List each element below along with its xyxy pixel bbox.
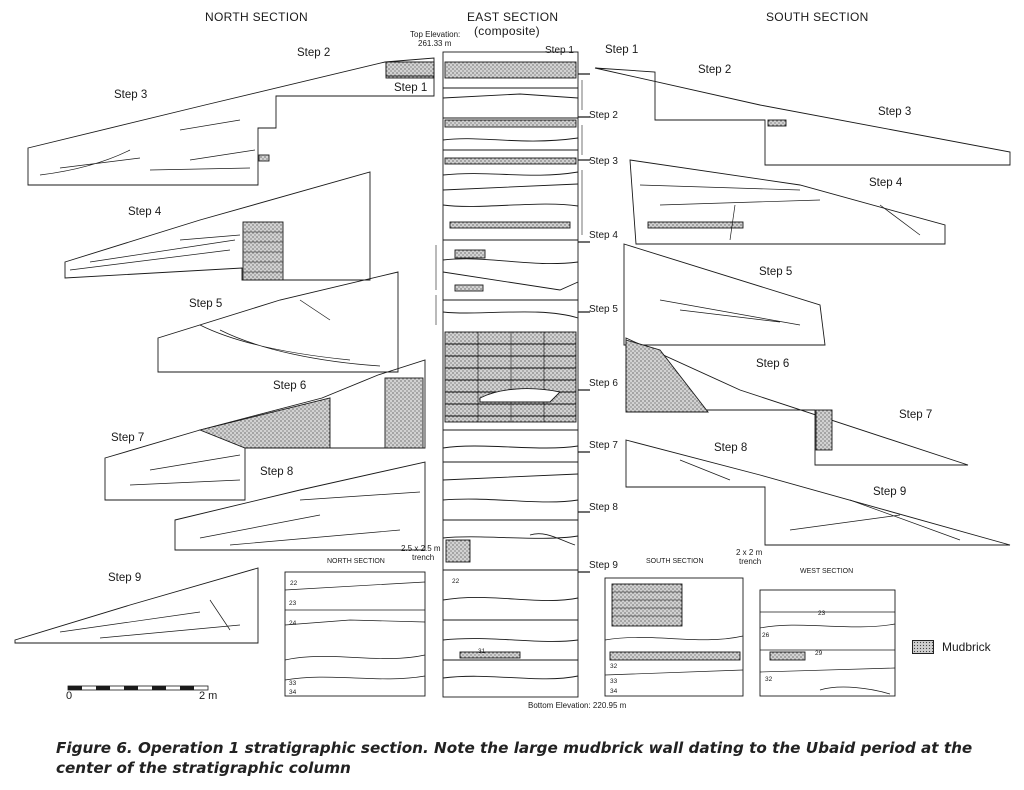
mudbrick-wall: [444, 331, 577, 423]
south-step-4-label: Step 4: [869, 177, 903, 189]
south-step-5-label: Step 5: [759, 266, 793, 278]
layer-number: 34: [610, 688, 618, 695]
east-step-5-label: Step 5: [589, 304, 618, 315]
mudbrick-course: [444, 119, 577, 128]
east-step-1-top-label: Step 1: [545, 45, 574, 56]
layer-number: 31: [478, 648, 486, 655]
north-step-6-label: Step 6: [273, 380, 307, 392]
layer-number: 23: [818, 610, 826, 617]
north-trench-word: trench: [412, 553, 435, 562]
north-step-5-label: Step 5: [189, 298, 223, 310]
north-step-4: [64, 171, 371, 281]
east-step-8-label: Step 8: [589, 502, 618, 513]
layer-number: 23: [289, 600, 297, 607]
mudbrick-legend-label: Mudbrick: [942, 640, 991, 654]
layer-number: 24: [289, 620, 297, 627]
south-section-heading: SOUTH SECTION: [766, 10, 869, 24]
trench-north-section-title: NORTH SECTION: [327, 558, 385, 565]
layer-number: 22: [290, 580, 298, 587]
north-step-7-label: Step 7: [111, 432, 145, 444]
east-section-heading: EAST SECTION: [467, 10, 559, 24]
east-step-4-label: Step 4: [589, 230, 618, 241]
north-step-6-7: [104, 359, 426, 501]
south-steps-1-3: [594, 67, 1011, 166]
mudbrick-block: [242, 221, 284, 281]
east-step-3-label: Step 3: [589, 156, 618, 167]
layer-number: 26: [762, 632, 770, 639]
south-step-4: [629, 159, 946, 245]
layer-number: 34: [289, 689, 297, 696]
scale-bar: [67, 685, 209, 691]
figure-caption: Figure 6. Operation 1 stratigraphic sect…: [56, 739, 973, 777]
east-column-outline: [442, 51, 579, 698]
layer-number: 33: [610, 678, 618, 685]
trench-west-section-title: WEST SECTION: [800, 568, 854, 575]
mudbrick-legend-swatch: [912, 640, 934, 654]
stratigraphic-figure: NORTH SECTION EAST SECTION (composite) S…: [14, 10, 1011, 710]
bottom-elevation-label: Bottom Elevation: 220.95 m: [528, 701, 627, 710]
north-steps-1-3: [27, 57, 435, 186]
south-step-1-label: Step 1: [605, 44, 639, 56]
east-step-6-label: Step 6: [589, 378, 618, 389]
south-step-3-label: Step 3: [878, 106, 912, 118]
layer-number: 33: [289, 680, 297, 687]
north-step-2-label: Step 2: [297, 47, 331, 59]
scale-start-label: 0: [66, 690, 73, 702]
layer-number: 32: [610, 663, 618, 670]
south-step-2-label: Step 2: [698, 64, 732, 76]
south-step-5: [623, 243, 826, 346]
east-step-7-label: Step 7: [589, 440, 618, 451]
north-trench-size: 2.5 x 2.5 m: [401, 544, 441, 553]
north-step-8: [174, 461, 426, 551]
layer-number: 32: [765, 676, 773, 683]
north-step-4-label: Step 4: [128, 206, 162, 218]
south-step-7-label: Step 7: [899, 409, 933, 421]
north-step-9-label: Step 9: [108, 572, 142, 584]
south-trench-word: trench: [739, 557, 762, 566]
south-trench-size: 2 x 2 m: [736, 548, 763, 557]
south-step-8-label: Step 8: [714, 442, 748, 454]
mudbrick-course: [444, 157, 577, 165]
layer-number: 29: [815, 650, 823, 657]
section-drawing: [14, 51, 1011, 698]
north-trench-section: [284, 571, 426, 697]
north-step-5: [157, 271, 399, 373]
mudbrick-course: [449, 221, 571, 229]
top-elevation-label: Top Elevation:: [410, 30, 461, 39]
south-trench-section: [604, 577, 744, 697]
north-step-9: [14, 567, 259, 644]
trench-south-section-title: SOUTH SECTION: [646, 558, 704, 565]
top-elevation-value: 261.33 m: [418, 39, 452, 48]
east-section-subheading: (composite): [474, 24, 540, 38]
mudbrick-block: [444, 61, 577, 79]
south-step-8-9: [625, 439, 1011, 546]
north-section-heading: NORTH SECTION: [205, 10, 309, 24]
south-step-6-label: Step 6: [756, 358, 790, 370]
east-step-1-label: Step 1: [394, 82, 428, 94]
east-step-9-label: Step 9: [589, 560, 618, 571]
north-step-8-label: Step 8: [260, 466, 294, 478]
scale-end-label: 2 m: [199, 690, 218, 702]
west-trench-section: [759, 589, 896, 697]
south-step-9-label: Step 9: [873, 486, 907, 498]
east-step-2-label: Step 2: [589, 110, 618, 121]
layer-number: 22: [452, 578, 460, 585]
north-step-3-label: Step 3: [114, 89, 148, 101]
